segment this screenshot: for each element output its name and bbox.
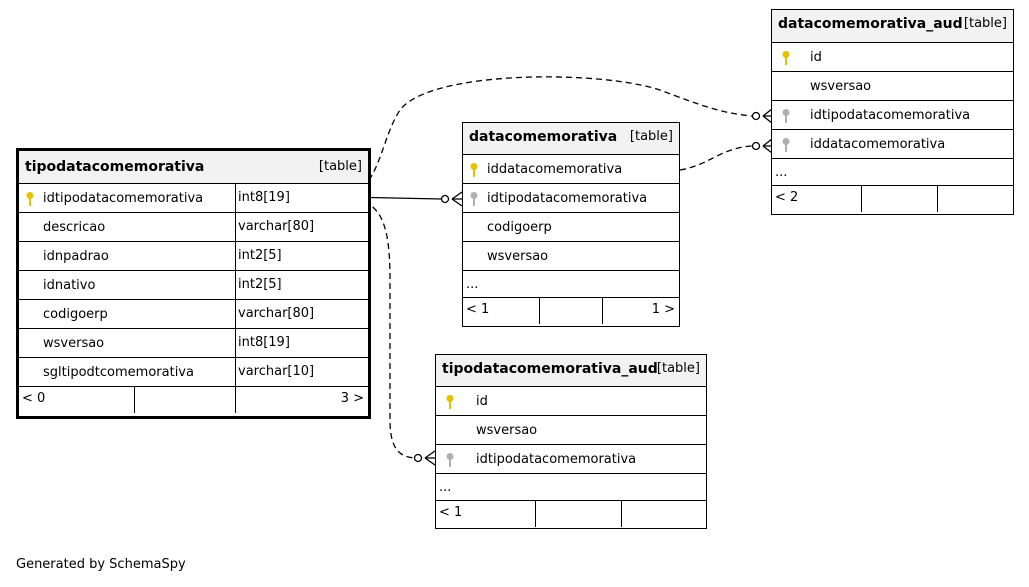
table-datacomemorativa[interactable]: datacomemorativa [table] iddatacomemorat… — [462, 122, 680, 327]
column-name: iddatacomemorativa — [487, 162, 623, 177]
column-row[interactable]: idnpadrao int2[5] — [19, 242, 368, 271]
table-name: datacomemorativa — [469, 129, 618, 145]
table-kind: [table] — [629, 129, 673, 144]
table-header: tipodatacomemorativa_aud [table] — [436, 355, 706, 387]
primary-key-icon — [782, 51, 790, 65]
column-type: varchar[10] — [235, 358, 344, 386]
table-kind: [table] — [656, 361, 700, 376]
column-row[interactable]: id — [436, 387, 706, 416]
more-columns: ... — [439, 480, 452, 495]
column-type: int2[5] — [235, 271, 344, 299]
column-name: codigoerp — [43, 307, 108, 322]
column-type: varchar[80] — [235, 213, 344, 241]
crows-foot-marker — [424, 450, 436, 466]
column-row[interactable]: idtipodatacomemorativa — [772, 101, 1013, 130]
column-name: wsversao — [810, 79, 872, 94]
relationship-line-tipo-to-data-aud — [344, 76, 753, 198]
column-row[interactable]: wsversao — [463, 242, 679, 271]
column-name: idnativo — [43, 278, 96, 293]
column-name: idtipodatacomemorativa — [476, 452, 637, 467]
table-header: datacomemorativa_aud [table] — [772, 10, 1013, 43]
relationship-line-data-to-data-aud — [679, 145, 753, 171]
column-name: wsversao — [43, 336, 105, 351]
column-row[interactable]: sgltipodtcomemorativa varchar[10] — [19, 358, 368, 387]
table-name: tipodatacomemorativa — [25, 159, 205, 175]
column-row[interactable]: wsversao — [772, 72, 1013, 101]
more-columns: ... — [466, 277, 479, 292]
crows-foot-marker — [451, 191, 463, 207]
column-row[interactable]: idtipodatacomemorativa — [436, 445, 706, 474]
table-tipodatacomemorativa[interactable]: tipodatacomemorativa [table] idtipodatac… — [16, 148, 371, 419]
children-count: < 1 — [466, 302, 490, 317]
column-type: int8[19] — [235, 184, 344, 212]
column-row[interactable]: idtipodatacomemorativa — [463, 184, 679, 213]
column-name: descricao — [43, 220, 106, 235]
column-name: idtipodatacomemorativa — [487, 191, 648, 206]
table-footer: < 1 — [436, 501, 706, 527]
table-datacomemorativa-aud[interactable]: datacomemorativa_aud [table] id wsversao… — [771, 9, 1014, 215]
table-name: datacomemorativa_aud — [778, 16, 963, 32]
column-name: wsversao — [476, 423, 538, 438]
column-name: codigoerp — [487, 220, 552, 235]
primary-key-icon — [446, 395, 454, 409]
table-footer: < 0 3 > — [19, 387, 368, 413]
optional-marker — [440, 194, 450, 204]
more-columns: ... — [775, 165, 788, 180]
more-columns-row: ... — [772, 159, 1013, 186]
foreign-key-icon — [446, 453, 454, 467]
column-row[interactable]: descricao varchar[80] — [19, 213, 368, 242]
column-row[interactable]: iddatacomemorativa — [772, 130, 1013, 159]
column-name: iddatacomemorativa — [810, 137, 946, 152]
column-row[interactable]: idnativo int2[5] — [19, 271, 368, 300]
column-row[interactable]: wsversao — [436, 416, 706, 445]
column-type: int2[5] — [235, 242, 344, 270]
table-kind: [table] — [318, 159, 362, 174]
more-columns-row: ... — [463, 271, 679, 298]
foreign-key-icon — [470, 192, 478, 206]
column-name: wsversao — [487, 249, 549, 264]
column-row[interactable]: codigoerp — [463, 213, 679, 242]
parents-count: 1 > — [651, 302, 675, 317]
column-name: sgltipodtcomemorativa — [43, 365, 194, 380]
column-row[interactable]: wsversao int8[19] — [19, 329, 368, 358]
column-name: idtipodatacomemorativa — [43, 191, 204, 206]
foreign-key-icon — [782, 109, 790, 123]
children-count: < 0 — [22, 391, 46, 406]
table-name: tipodatacomemorativa_aud — [442, 361, 658, 377]
primary-key-icon — [26, 192, 34, 206]
more-columns-row: ... — [436, 474, 706, 501]
primary-key-icon — [470, 163, 478, 177]
column-type: varchar[80] — [235, 300, 344, 328]
generator-credit: Generated by SchemaSpy — [16, 557, 186, 572]
children-count: < 1 — [439, 505, 463, 520]
table-tipodatacomemorativa-aud[interactable]: tipodatacomemorativa_aud [table] id wsve… — [435, 354, 707, 529]
table-footer: < 1 1 > — [463, 298, 679, 324]
column-name: id — [476, 394, 488, 409]
crows-foot-marker — [762, 138, 773, 154]
column-name: idnpadrao — [43, 249, 109, 264]
column-row[interactable]: id — [772, 43, 1013, 72]
column-row[interactable]: idtipodatacomemorativa int8[19] — [19, 184, 368, 213]
table-kind: [table] — [963, 16, 1007, 31]
children-count: < 2 — [775, 190, 799, 205]
column-row[interactable]: codigoerp varchar[80] — [19, 300, 368, 329]
table-header: tipodatacomemorativa [table] — [19, 151, 368, 184]
column-name: id — [810, 50, 822, 65]
crows-foot-marker — [762, 108, 773, 124]
optional-marker — [751, 111, 761, 121]
table-header: datacomemorativa [table] — [463, 123, 679, 155]
column-name: idtipodatacomemorativa — [810, 108, 971, 123]
column-type: int8[19] — [235, 329, 344, 357]
table-footer: < 2 — [772, 186, 1013, 212]
optional-marker — [751, 141, 761, 151]
column-row[interactable]: iddatacomemorativa — [463, 155, 679, 184]
parents-count: 3 > — [340, 391, 364, 406]
foreign-key-icon — [782, 138, 790, 152]
optional-marker — [413, 453, 423, 463]
